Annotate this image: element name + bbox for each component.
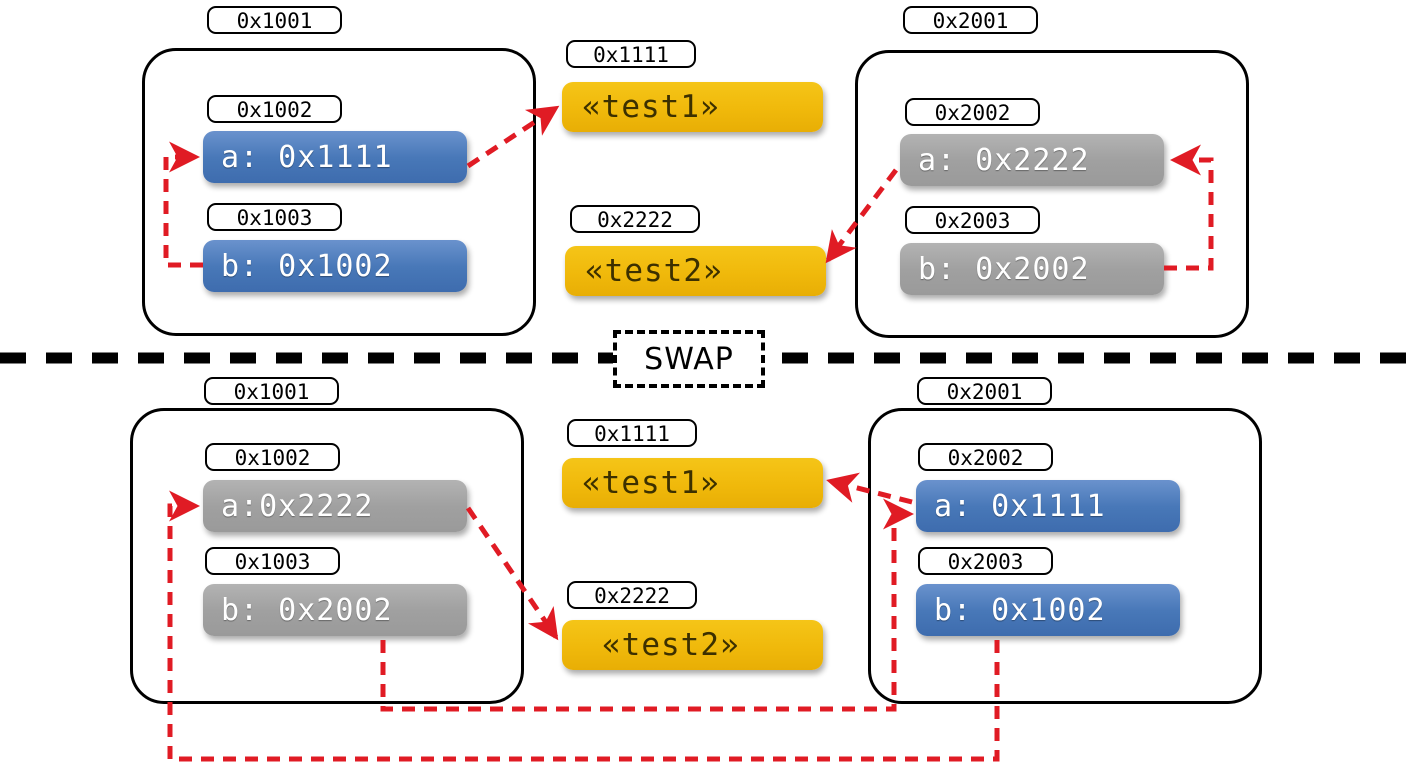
after-right-slot0-address: 0x2002 — [918, 443, 1053, 471]
after-string0-value: «test1» — [582, 465, 720, 501]
after-right-slot1-address: 0x2003 — [918, 547, 1053, 575]
before-left-slot0-value: a: 0x1111 — [221, 139, 393, 175]
before-string0-address: 0x1111 — [566, 40, 696, 68]
after-right-slot1-cell[interactable]: b: 0x1002 — [916, 584, 1180, 636]
before-left-frame-address: 0x1001 — [207, 6, 342, 34]
after-right-slot0-cell[interactable]: a: 0x1111 — [916, 480, 1180, 532]
before-string0-cell[interactable]: «test1» — [562, 82, 823, 132]
after-left-slot0-cell[interactable]: a:0x2222 — [203, 480, 467, 532]
before-left-slot1-address: 0x1003 — [207, 203, 342, 231]
before-left-slot1-cell[interactable]: b: 0x1002 — [203, 240, 467, 292]
before-right-slot1-value: b: 0x2002 — [918, 251, 1090, 287]
after-left-slot0-address: 0x1002 — [205, 443, 340, 471]
before-string1-cell[interactable]: «test2» — [565, 246, 826, 296]
before-right-slot1-cell[interactable]: b: 0x2002 — [900, 243, 1164, 295]
after-left-slot0-value: a:0x2222 — [221, 488, 374, 524]
before-left-slot0-address: 0x1002 — [207, 95, 342, 123]
after-left-slot1-value: b: 0x2002 — [221, 592, 393, 628]
after-string1-value-text: «test2» — [602, 627, 740, 663]
after-string0-cell[interactable]: «test1» — [562, 458, 823, 508]
swap-label: SWAP — [644, 341, 734, 377]
after-string0-address: 0x1111 — [567, 419, 697, 447]
after-string1-address: 0x2222 — [567, 581, 697, 609]
after-left-frame-address: 0x1001 — [204, 377, 339, 405]
after-right-slot0-value: a: 0x1111 — [934, 488, 1106, 524]
after-right-slot1-value: b: 0x1002 — [934, 592, 1106, 628]
before-string1-address: 0x2222 — [570, 205, 700, 233]
before-right-frame-address: 0x2001 — [903, 6, 1038, 34]
before-right-slot0-value: a: 0x2222 — [918, 142, 1090, 178]
before-right-slot0-cell[interactable]: a: 0x2222 — [900, 134, 1164, 186]
swap-badge: SWAP — [613, 330, 765, 388]
before-right-slot0-address: 0x2002 — [905, 98, 1040, 126]
after-string1-cell[interactable]: «test2» — [562, 620, 823, 670]
before-left-slot1-value: b: 0x1002 — [221, 248, 393, 284]
after-right-frame-address: 0x2001 — [917, 377, 1052, 405]
before-left-slot0-cell[interactable]: a: 0x1111 — [203, 131, 467, 183]
before-string1-value: «test2» — [585, 253, 723, 289]
before-right-slot1-address: 0x2003 — [905, 206, 1040, 234]
after-left-slot1-cell[interactable]: b: 0x2002 — [203, 584, 467, 636]
after-left-slot1-address: 0x1003 — [205, 547, 340, 575]
before-string0-value: «test1» — [582, 89, 720, 125]
before-left-frame — [142, 48, 536, 336]
